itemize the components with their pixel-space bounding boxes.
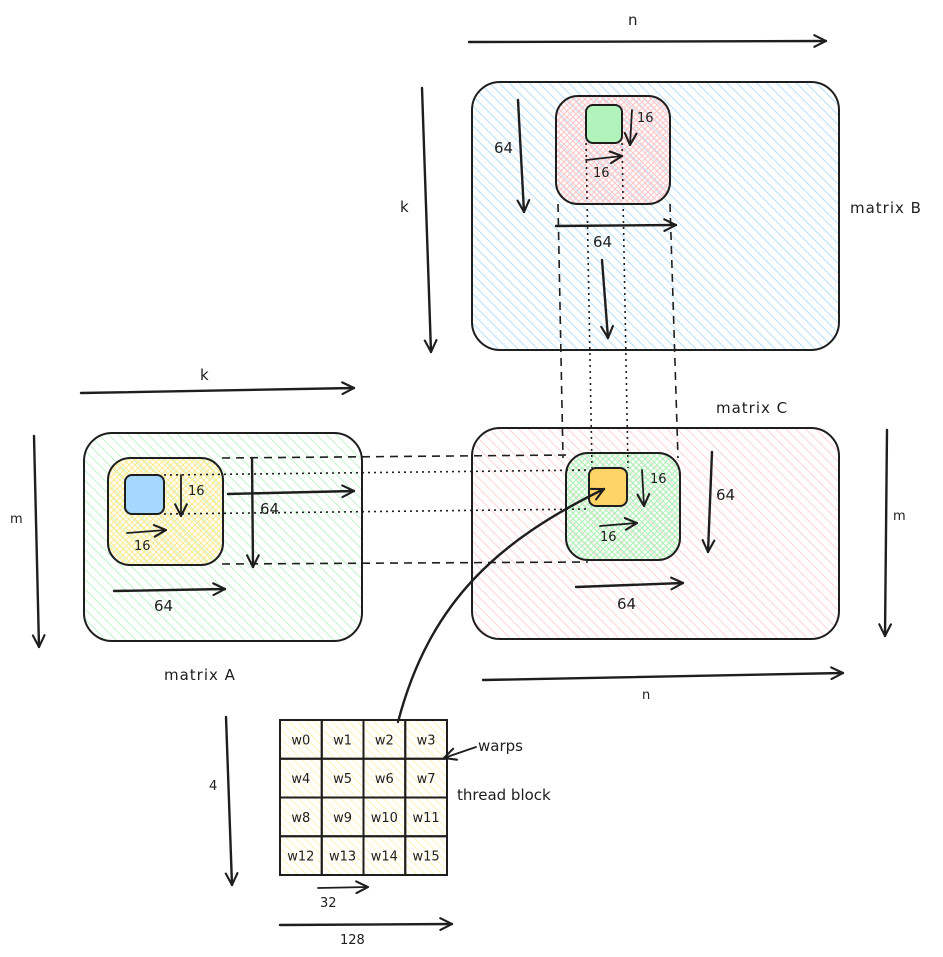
matrix-a-block-tile: [107, 457, 224, 566]
matrix-b-n-arrow: [467, 41, 828, 42]
warp-cell: [404, 835, 448, 876]
matrix-a-m-label: m: [10, 512, 23, 527]
thread-block-width-arrow: [278, 924, 452, 925]
thread-block: w0 w1 w2 w3 w4 w5 w6 w7 w8 w9 w10 w11 w12 w13 w14 w15 4…: [209, 715, 551, 948]
thread-block-label: thread block: [457, 786, 551, 804]
warp-label: w13: [329, 850, 356, 865]
warps-pointer-arrow: [444, 746, 477, 758]
warp-label: w10: [371, 811, 398, 826]
b-to-c-dashed-right: [669, 203, 679, 459]
warp-label: w14: [371, 850, 398, 865]
matrix-b-n-label: n: [628, 11, 638, 29]
thread-block-rows-arrow: [226, 715, 232, 885]
warp-to-output-arrow: [396, 487, 604, 724]
matrix-c-tile-width-arrow: [574, 583, 683, 587]
matrix-c-warp-width-label: 16: [600, 530, 617, 545]
matrix-c: matrix C m n 16 16 64 64: [471, 399, 906, 703]
warp-label: w9: [333, 811, 352, 826]
matrix-c-title: matrix C: [716, 399, 788, 417]
matrix-b-k-arrow: [420, 86, 431, 352]
matrix-b-warp-tile: [585, 104, 623, 144]
b-to-c-dotted-left: [585, 142, 593, 469]
matrix-b-tile-height-arrow: [518, 98, 524, 212]
matrix-a-title: matrix A: [164, 666, 236, 684]
matrix-b-k-label: k: [400, 198, 409, 216]
projection-lines: [163, 142, 679, 565]
matrix-a-tile-height-arrow: [252, 456, 253, 567]
matrix-b-tile-height-label: 64: [494, 139, 513, 157]
warps-label: warps: [478, 737, 523, 755]
matrix-a-tile-width-arrow: [112, 589, 225, 591]
matrix-c-warp-height-arrow: [642, 469, 644, 506]
matrix-c-tile-height-arrow: [708, 450, 712, 552]
thread-block-width-label: 128: [340, 933, 365, 948]
matrix-b-tile-width-label: 64: [593, 233, 612, 251]
a-to-c-dashed-top: [221, 454, 569, 459]
a-to-c-dashed-bottom: [221, 561, 589, 565]
a-to-c-dotted-top: [163, 469, 591, 476]
matrix-c-warp-width-arrow: [599, 523, 637, 526]
warp-label: w4: [291, 772, 310, 787]
matrix-a-k-label: k: [200, 366, 209, 384]
matrix-a-warp-tile: [124, 474, 165, 515]
warp-label: w12: [287, 850, 314, 865]
matrix-c-tile-height-label: 64: [716, 486, 735, 504]
matrix-c-warp-height-label: 16: [650, 472, 667, 487]
matrix-c-n-label: n: [642, 688, 650, 703]
warp-label: w8: [291, 811, 310, 826]
matrix-c-m-label: m: [893, 509, 906, 524]
warp-label: w1: [333, 733, 352, 748]
matrix-c-m-arrow: [885, 428, 887, 636]
matrix-b-block-tile: [555, 95, 671, 205]
matrix-b-title: matrix B: [850, 199, 922, 217]
matrix-a-tile-width-label: 64: [154, 597, 173, 615]
matrix-c-warp-tile: [588, 467, 628, 507]
matrix-b-warp-height-arrow: [630, 109, 632, 145]
matrix-b-warp-width-arrow: [585, 156, 622, 160]
a-to-c-dotted-bottom: [163, 508, 591, 515]
thread-block-rows-label: 4: [209, 779, 217, 794]
matrix-a-warp-width-arrow: [126, 530, 166, 533]
matrix-b-k-step-arrow: [602, 258, 608, 338]
matrix-b-warp-height-label: 16: [637, 111, 654, 126]
warp-label: w3: [417, 733, 436, 748]
matrix-a: k m matrix A 16 16 64 64: [10, 366, 363, 684]
warp-label: w0: [291, 733, 310, 748]
matrix-a-warp-height-label: 16: [188, 484, 205, 499]
warp-label: w7: [417, 772, 436, 787]
matrix-a-k-arrow: [79, 388, 354, 393]
warp-label: w11: [413, 811, 440, 826]
warp-label: w5: [333, 772, 352, 787]
warp-grid: w0 w1 w2 w3 w4 w5 w6 w7 w8 w9 w10 w11 w12 w13 w14 w15: [279, 719, 448, 876]
warp-label: w6: [375, 772, 394, 787]
matrix-a-k-step-arrow: [226, 491, 354, 494]
matrix-c-tile-width-label: 64: [617, 595, 636, 613]
matrix-c-n-arrow: [481, 673, 843, 682]
matrix-a-tile-height-label: 64: [260, 500, 279, 518]
b-to-c-dotted-right: [621, 142, 629, 469]
warp-label: w15: [413, 850, 440, 865]
matrix-a-m-arrow: [34, 434, 39, 647]
b-to-c-dashed-left: [557, 203, 564, 459]
matrix-b: n k matrix B 64 16 16 64: [400, 11, 922, 352]
matrix-b-tile-width-arrow: [554, 225, 676, 226]
matrix-b-warp-width-label: 16: [593, 166, 610, 181]
warp-label: w2: [375, 733, 394, 748]
thread-block-warp-width-label: 32: [320, 896, 337, 911]
matrix-a-warp-width-label: 16: [134, 539, 151, 554]
thread-block-warp-width-arrow: [317, 887, 368, 888]
